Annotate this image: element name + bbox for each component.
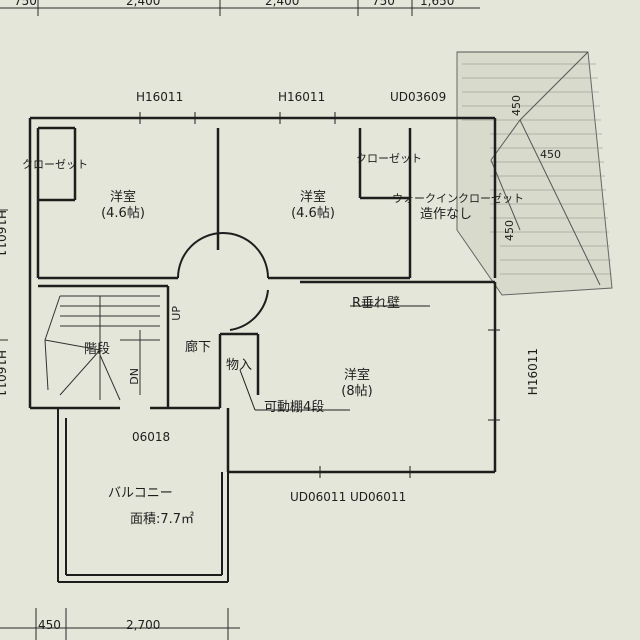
left-edge-ticks [0,209,8,341]
window-code-right: H16011 [526,348,540,396]
walkin-label: ウォークインクローゼット [392,192,524,205]
window-code-stair: 06018 [132,430,171,444]
top-dim-3: 2,400 [265,0,300,8]
stairs-up-label: UP [170,306,183,321]
top-dim-2: 2,400 [126,0,161,8]
left-edge-upper: H16011 [0,210,8,258]
walls [28,116,497,474]
top-dim-1: 750 [14,0,37,8]
window-code-top-left: H16011 [136,90,184,104]
walkin-note: 造作なし [420,207,473,222]
room-3: 洋室 (8帖) [322,368,392,400]
roof-dim-mid: 450 [540,148,561,161]
closet-mid-label: クローゼット [356,152,422,165]
room-1-size: (4.6帖) [101,206,145,221]
leader-lines [239,305,430,411]
storage-label: 物入 [226,358,253,373]
top-dim-5: 1,650 [420,0,455,8]
bottom-dim-2: 2,700 [126,618,161,632]
room-2-name: 洋室 [299,190,326,205]
top-dimension-line [0,0,480,16]
bottom-dim-1: 450 [38,618,61,632]
left-edge-lower: H16011 [0,350,8,398]
balcony-label: バルコニー [108,486,173,501]
shelf-label: 可動棚4段 [264,400,325,415]
bottom-dimension-line [0,608,240,640]
room-1: 洋室 (4.6帖) [88,190,158,222]
stairs-drawing [44,295,160,401]
room-3-size: (8帖) [341,384,373,399]
window-markers [139,112,500,478]
r-wall-label: R垂れ壁 [352,296,401,311]
roof-dim-bot: 450 [503,220,516,241]
top-dim-4: 750 [372,0,395,8]
room-2: 洋室 (4.6帖) [278,190,348,222]
balcony-area-label: 面積:7.7㎡ [130,512,195,527]
balcony-walls [57,408,229,583]
hall-label: 廊下 [185,340,212,355]
roof-area [456,51,613,296]
window-code-bottom-pair: UD06011 UD06011 [290,490,407,504]
room-3-name: 洋室 [343,368,370,383]
stairs-label: 階段 [84,342,111,357]
room-1-name: 洋室 [109,190,136,205]
window-code-top-right: UD03609 [390,90,447,104]
roof-dim-top: 450 [510,95,523,116]
closet-left-label: クローゼット [22,158,88,171]
stairs-down-label: DN [128,368,141,385]
room-2-size: (4.6帖) [291,206,335,221]
curved-hall-wall [177,232,269,331]
window-code-top-mid: H16011 [278,90,326,104]
